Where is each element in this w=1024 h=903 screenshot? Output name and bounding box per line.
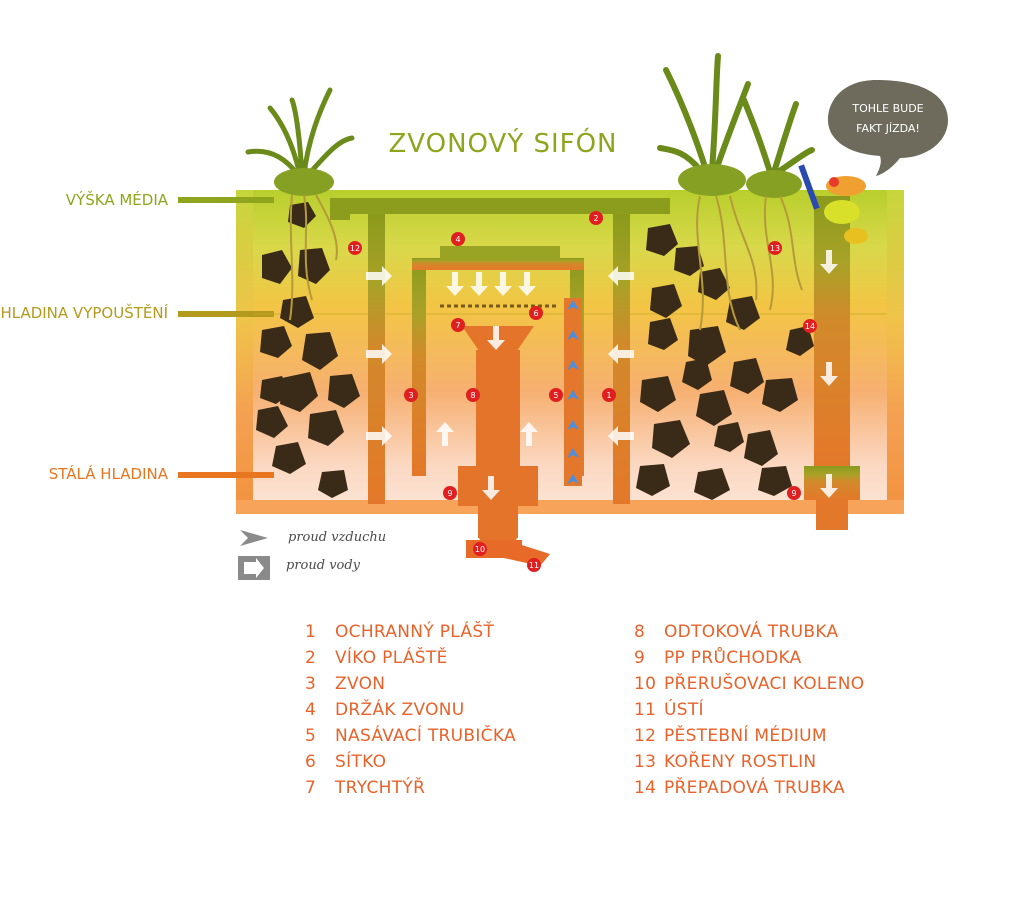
diagram-title: ZVONOVÝ SIFÓN <box>388 127 617 159</box>
frog-character <box>798 164 868 244</box>
svg-text:9: 9 <box>791 489 796 498</box>
svg-text:12: 12 <box>350 244 360 253</box>
svg-text:3: 3 <box>408 391 413 400</box>
water-flow-key-label: proud vody <box>286 558 361 573</box>
svg-text:9: 9 <box>447 489 452 498</box>
svg-text:1: 1 <box>606 391 611 400</box>
svg-text:10: 10 <box>475 545 485 554</box>
svg-text:4: 4 <box>455 235 460 244</box>
level-media-height: VÝŠKA MÉDIA <box>66 190 274 209</box>
marker-10: 10 <box>473 542 487 556</box>
svg-text:13: 13 <box>770 244 780 253</box>
speech-bubble-line2: FAKT JÍZDA! <box>856 122 920 135</box>
svg-text:14: 14 <box>805 322 815 331</box>
marker-11: 11 <box>527 558 541 572</box>
air-flow-key-icon <box>240 530 268 546</box>
growing-media-right <box>636 224 814 500</box>
marker-5: 5 <box>549 388 563 402</box>
water-flow-arrows <box>366 250 838 500</box>
marker-12: 12 <box>348 241 362 255</box>
marker-8: 8 <box>466 388 480 402</box>
plant-right <box>657 53 815 331</box>
marker-9-right: 9 <box>787 486 801 500</box>
svg-text:7: 7 <box>455 321 460 330</box>
svg-text:11: 11 <box>529 561 539 570</box>
growing-media-left <box>256 202 360 498</box>
marker-4: 4 <box>451 232 465 246</box>
svg-text:8: 8 <box>470 391 475 400</box>
water-flow-key-icon <box>238 556 270 580</box>
plant-left <box>245 87 355 321</box>
marker-2: 2 <box>589 211 603 225</box>
marker-13: 13 <box>768 241 782 255</box>
marker-14: 14 <box>803 319 817 333</box>
drain-level-label: HLADINA VYPOUŠTĚNÍ <box>0 303 168 322</box>
media-height-label: VÝŠKA MÉDIA <box>66 190 169 209</box>
number-markers: 2 4 12 13 7 6 14 3 8 5 1 9 9 10 11 <box>348 211 817 572</box>
svg-text:2: 2 <box>593 214 598 223</box>
air-flow-key-label: proud vzduchu <box>288 530 387 545</box>
marker-1: 1 <box>602 388 616 402</box>
speech-bubble-line1: TOHLE BUDE <box>851 102 923 115</box>
svg-text:5: 5 <box>553 391 558 400</box>
marker-9-left: 9 <box>443 486 457 500</box>
level-standing: STÁLÁ HLADINA <box>49 464 274 483</box>
level-drain: HLADINA VYPOUŠTĚNÍ <box>0 303 274 322</box>
standing-level-label: STÁLÁ HLADINA <box>49 464 169 483</box>
marker-6: 6 <box>529 306 543 320</box>
air-flow-arrows <box>567 300 579 484</box>
marker-7: 7 <box>451 318 465 332</box>
svg-text:6: 6 <box>533 309 538 318</box>
marker-3: 3 <box>404 388 418 402</box>
speech-bubble: TOHLE BUDE FAKT JÍZDA! <box>828 80 948 176</box>
